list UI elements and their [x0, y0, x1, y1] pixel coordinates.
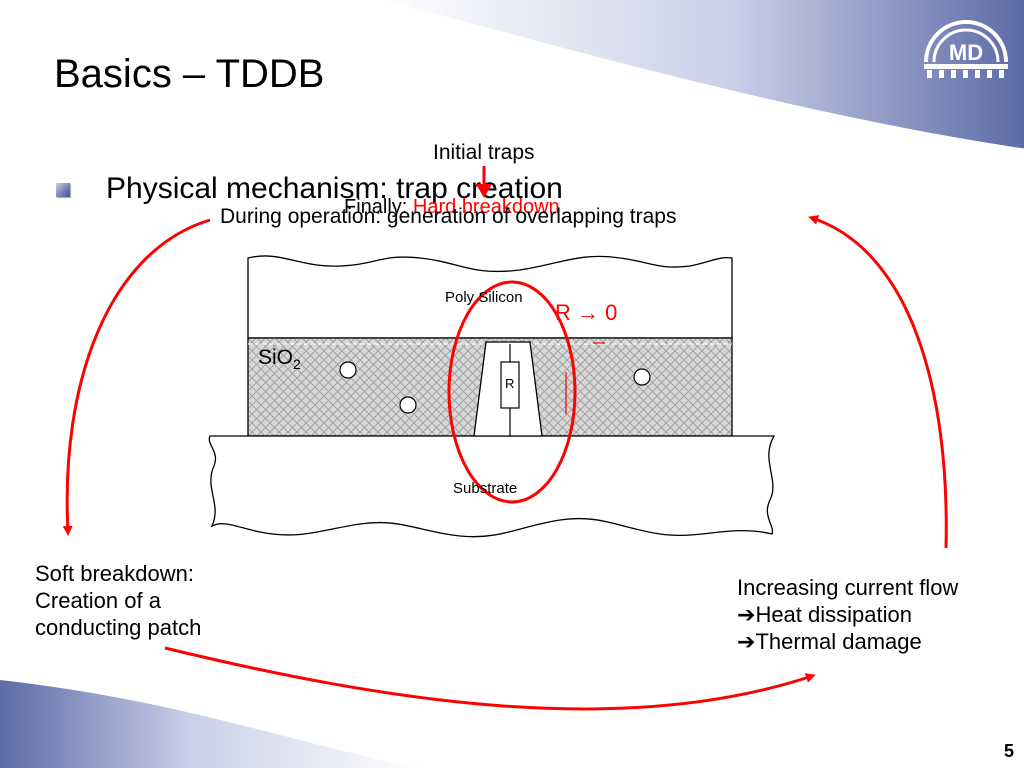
current-flow-text: Increasing current flow ➔Heat dissipatio… [737, 575, 959, 654]
right-arrow-icon: ➔ [737, 602, 756, 627]
substrate-label: Substrate [453, 480, 518, 497]
md-logo: MD [924, 20, 1008, 78]
resistor-label: R [505, 376, 515, 391]
sio2-label: SiO2 [258, 346, 301, 373]
soft-breakdown-text: Soft breakdown: Creation of a conducting… [35, 561, 202, 640]
finally-label: Finally: Hard breakdown [344, 196, 560, 218]
poly-silicon-label: Poly Silicon [445, 289, 523, 306]
substrate-layer [208, 435, 776, 538]
slide-number: 5 [1003, 741, 1014, 761]
during-operation-label: During operation: generation of overlapp… [220, 205, 677, 228]
arrow-to-soft-breakdown [62, 218, 211, 536]
breakdown-ellipse [447, 280, 577, 504]
logo-text: MD [949, 40, 983, 65]
trap-circle [399, 396, 417, 414]
top-band-line [379, 0, 1024, 152]
hard-breakdown-label: Hard breakdown [412, 196, 560, 218]
arrow-to-overlapping-traps [808, 215, 948, 549]
bullet-square-icon [56, 183, 70, 197]
initial-traps-arrowhead [476, 184, 492, 198]
top-band [380, 0, 1024, 150]
slide-title: Basics – TDDB [54, 52, 325, 96]
bottom-band [0, 680, 420, 768]
right-arrow-icon: ➔ [737, 629, 756, 654]
resistor-box [500, 361, 520, 409]
arrow-to-current-flow [164, 646, 816, 711]
initial-traps-label: Initial traps [433, 141, 535, 164]
trap-circle [633, 368, 651, 386]
poly-silicon-layer [247, 255, 733, 339]
r-to-zero-label: R → 0 [555, 300, 618, 325]
trap-circle [339, 361, 357, 379]
